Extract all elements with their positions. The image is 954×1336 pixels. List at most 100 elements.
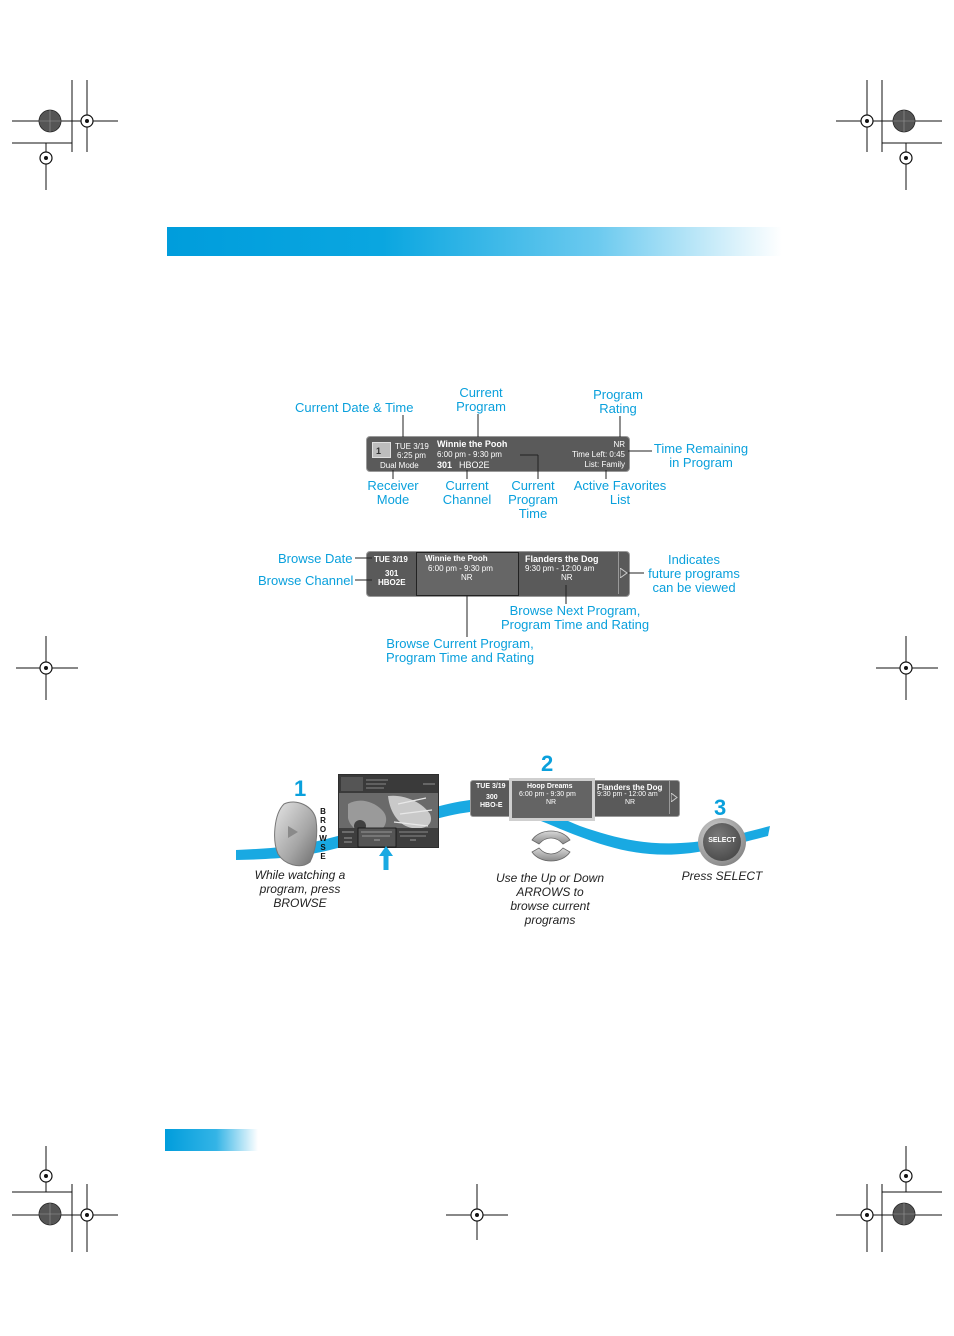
callout-browse-next: Browse Next Program, Program Time and Ra… xyxy=(499,604,651,632)
callout-line: Browse Next Program, xyxy=(509,603,641,618)
browse-button[interactable] xyxy=(274,800,320,868)
diagram2-leader-lines xyxy=(355,557,644,637)
callout-receiver-mode: Receiver Mode xyxy=(364,479,422,507)
browse-current-time: 6:00 pm - 9:30 pm xyxy=(428,564,493,573)
callout-line: can be viewed xyxy=(652,580,736,595)
browse-letter: W xyxy=(319,834,327,843)
callout-current-channel: Current Channel xyxy=(440,479,494,507)
callout-line: in Program xyxy=(669,455,733,470)
callout-browse-date: Browse Date xyxy=(278,551,353,566)
callout-line: Mode xyxy=(376,492,410,507)
caption-line: programs xyxy=(524,913,576,927)
step2-channel-number: 300 xyxy=(486,794,498,801)
callout-active-favorites: Active Favorites List xyxy=(570,479,670,507)
step-1-caption: While watching a program, press BROWSE xyxy=(244,868,356,910)
favorites-list: List: Family xyxy=(584,460,625,469)
caption-line: BROWSE xyxy=(273,896,327,910)
browse-channel-number: 301 xyxy=(385,569,399,578)
callout-line: Current xyxy=(511,478,555,493)
callout-future-programs: Indicates future programs can be viewed xyxy=(644,553,744,595)
callout-line: List xyxy=(609,492,631,507)
program-time: 6:00 pm - 9:30 pm xyxy=(437,450,502,459)
right-arrow-icon xyxy=(620,568,628,578)
browse-vertical-label: B R O W S E xyxy=(318,807,328,861)
info-banner: 1 TUE 3/19 6:25 pm Dual Mode Winnie the … xyxy=(366,436,630,472)
caption-line: While watching a xyxy=(254,868,346,882)
time-left: Time Left: 0:45 xyxy=(571,450,625,459)
browse-banner: TUE 3/19 301 HBO2E Winnie the Pooh 6:00 … xyxy=(366,551,630,597)
receiver-mode: Dual Mode xyxy=(380,461,419,470)
callout-current-program-time: Current Program Time xyxy=(506,479,560,521)
callout-browse-channel: Browse Channel xyxy=(258,573,354,588)
footer-page-tab xyxy=(165,1129,258,1151)
browse-next-rating: NR xyxy=(561,573,573,582)
callout-line: future programs xyxy=(648,566,740,581)
callout-time-remaining: Time Remaining in Program xyxy=(652,442,750,470)
callout-line: Indicates xyxy=(667,552,721,567)
program-rating: NR xyxy=(613,440,625,449)
diagram1-leader-lines xyxy=(392,414,652,479)
step2-next-rating: NR xyxy=(625,799,636,806)
up-down-arrows-icon[interactable] xyxy=(530,824,572,868)
callout-line: Program xyxy=(456,399,506,414)
browse-channel-name: HBO2E xyxy=(378,578,406,587)
browse-letter: S xyxy=(320,843,326,852)
callout-line: Program Time and Rating xyxy=(385,650,535,665)
callout-line: Current xyxy=(459,385,503,400)
caption-line: ARROWS to xyxy=(516,885,584,899)
select-button[interactable]: SELECT xyxy=(698,818,746,866)
callout-line: Time xyxy=(518,506,548,521)
callout-line: Time Remaining xyxy=(653,441,749,456)
callout-line: Program xyxy=(593,387,643,402)
step2-channel-name: HBO-E xyxy=(480,802,503,809)
browse-letter: B xyxy=(320,807,326,816)
browse-date: TUE 3/19 xyxy=(374,555,408,564)
callout-line: Channel xyxy=(442,492,492,507)
tv-number: 1 xyxy=(376,446,382,456)
callout-program-rating: Program Rating xyxy=(592,388,644,416)
step2-date: TUE 3/19 xyxy=(476,783,506,790)
program-title: Winnie the Pooh xyxy=(437,439,508,449)
right-arrow-icon xyxy=(671,793,678,802)
callout-browse-current: Browse Current Program, Program Time and… xyxy=(384,637,536,665)
channel-name: HBO2E xyxy=(459,460,490,470)
step-3-number: 3 xyxy=(714,795,727,820)
callout-line: Active Favorites xyxy=(573,478,667,493)
callout-line: Rating xyxy=(599,401,637,416)
step-1-number: 1 xyxy=(294,776,307,801)
step2-current-cell xyxy=(509,778,595,821)
step2-current-time: 6:00 pm - 9:30 pm xyxy=(519,791,576,798)
browse-letter: E xyxy=(320,852,326,861)
step-3-caption: Press SELECT xyxy=(681,869,763,883)
callout-line: Receiver xyxy=(367,478,419,493)
browse-letter: O xyxy=(319,825,327,834)
select-button-label: SELECT xyxy=(708,837,736,844)
blue-wave-ribbon xyxy=(236,798,770,860)
callout-line: Current xyxy=(445,478,489,493)
browse-letter: R xyxy=(320,816,326,825)
step2-current-program: Hoop Dreams xyxy=(527,783,573,790)
browse-next-time: 9:30 pm - 12:00 am xyxy=(525,564,595,573)
tv-icon xyxy=(372,442,391,458)
callout-line: Browse Current Program, xyxy=(386,636,534,651)
tv-screenshot-thumbnail xyxy=(338,774,439,848)
callout-current-program: Current Program xyxy=(455,386,507,414)
step2-next-program: Flanders the Dog xyxy=(597,783,663,792)
step-2-caption: Use the Up or Down ARROWS to browse curr… xyxy=(490,871,610,927)
header-color-bar xyxy=(167,227,782,256)
arrow-divider xyxy=(669,781,670,814)
channel-number: 301 xyxy=(437,460,453,470)
step2-current-rating: NR xyxy=(546,799,557,806)
callout-current-date-time: Current Date & Time xyxy=(295,400,414,415)
browse-current-rating: NR xyxy=(461,573,473,582)
step2-next-time: 9:30 pm - 12:00 am xyxy=(597,791,658,798)
banner-time: 6:25 pm xyxy=(397,451,426,460)
caption-line: program, press xyxy=(259,882,341,896)
browse-current-program: Winnie the Pooh xyxy=(425,554,488,563)
caption-line: Use the Up or Down xyxy=(495,871,605,885)
callout-line: Program Time and Rating xyxy=(500,617,650,632)
select-button-face xyxy=(703,823,741,861)
up-arrow-pointer-icon xyxy=(379,846,393,870)
step-2-number: 2 xyxy=(541,751,554,776)
